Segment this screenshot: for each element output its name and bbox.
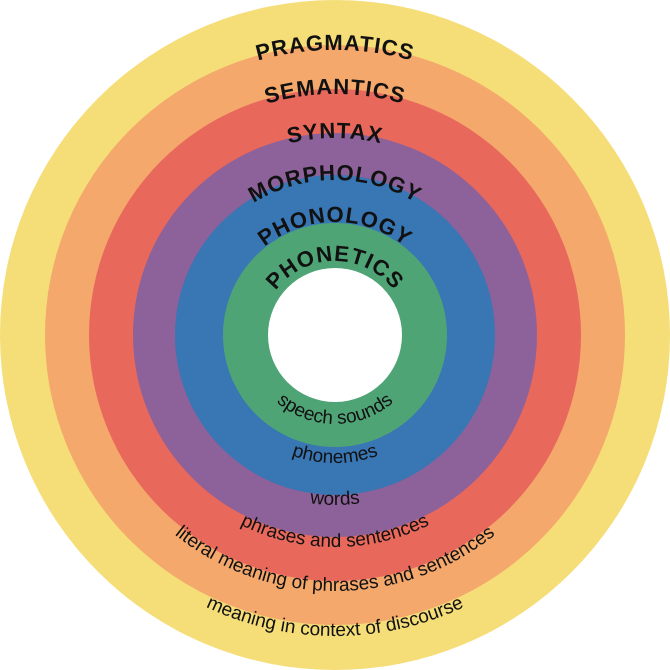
desc-morphology: words xyxy=(308,487,361,510)
center-hole xyxy=(268,268,402,402)
